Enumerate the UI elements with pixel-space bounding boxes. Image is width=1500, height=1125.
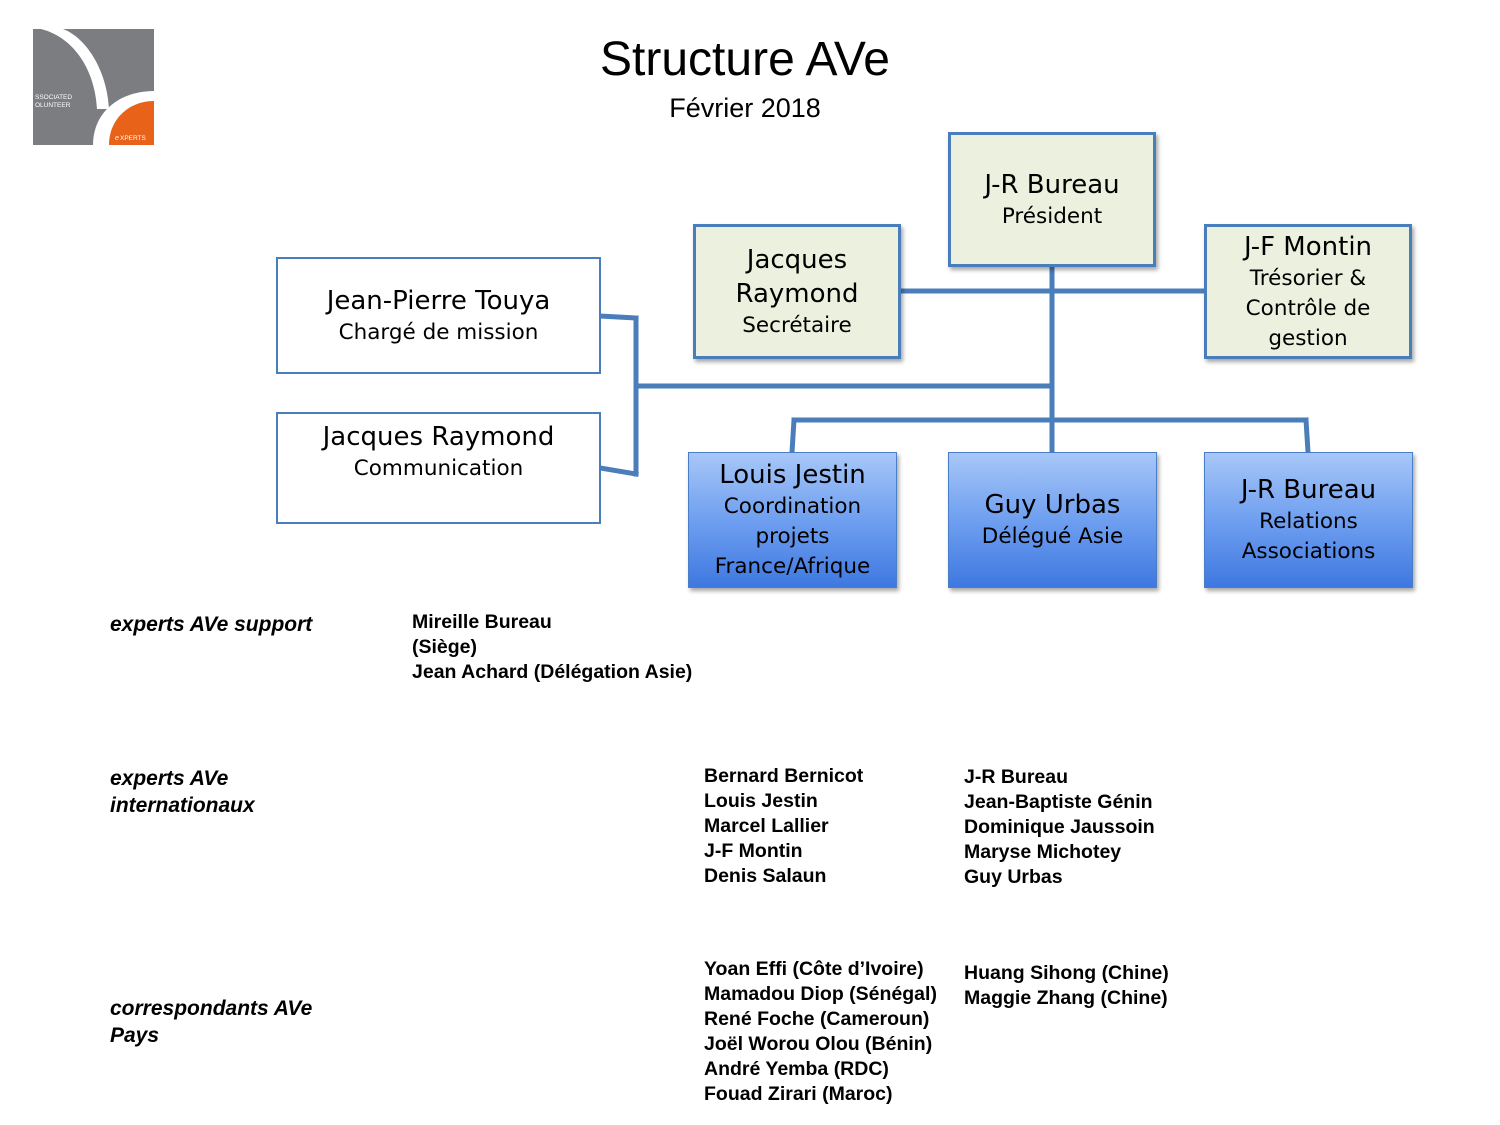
communication-name: Jacques Raymond: [322, 422, 555, 452]
president-name: J-R Bureau: [984, 169, 1120, 200]
list-item: André Yemba (RDC): [704, 1058, 889, 1080]
mission-role: Chargé de mission: [338, 319, 539, 345]
coordination-box: Louis Jestin Coordination projets France…: [688, 452, 897, 588]
international-label: experts AVe internationaux: [110, 767, 255, 817]
president-box: J-R Bureau Président: [948, 132, 1156, 267]
list-item: Jean-Baptiste Génin: [964, 791, 1153, 813]
logo-letter-e: e: [115, 135, 119, 142]
connector-coordination: [789, 417, 797, 455]
secretary-role: Secrétaire: [742, 312, 852, 338]
correspondents-label: correspondants AVe Pays: [110, 997, 313, 1047]
president-role: Président: [1001, 203, 1103, 229]
relations-box: J-R Bureau Relations Associations: [1204, 452, 1413, 588]
list-item: Marcel Lallier: [704, 815, 829, 837]
asia-name: Guy Urbas: [984, 490, 1121, 520]
list-item: Huang Sihong (Chine): [964, 962, 1169, 984]
list-item: Joël Worou Olou (Bénin): [704, 1033, 933, 1055]
treasurer-name: J-F Montin: [1243, 231, 1373, 262]
list-item: Jean Achard (Délégation Asie): [412, 661, 693, 683]
list-item: Dominique Jaussoin: [964, 816, 1155, 838]
list-item: Guy Urbas: [964, 866, 1063, 888]
mission-name: Jean-Pierre Touya: [326, 285, 551, 316]
page-title: Structure AVe: [600, 33, 890, 86]
logo-text-volunteer: OLUNTEER: [35, 102, 71, 109]
list-item: Maggie Zhang (Chine): [964, 987, 1168, 1009]
list-item: Bernard Bernicot: [704, 765, 864, 787]
connector-communication: [597, 465, 639, 477]
secretary-box: Jacques Raymond Secrétaire: [693, 224, 901, 359]
list-item: Louis Jestin: [704, 790, 818, 812]
treasurer-role: Trésorier & Contrôle de gestion: [1245, 265, 1371, 351]
list-item: Maryse Michotey: [964, 841, 1122, 863]
relations-role: Relations Associations: [1241, 509, 1376, 564]
list-item: J-R Bureau: [964, 766, 1069, 788]
list-item: René Foche (Cameroun): [704, 1008, 930, 1030]
communication-role: Communication: [353, 456, 524, 481]
page-subtitle: Février 2018: [669, 93, 821, 123]
list-item: Mireille Bureau: [412, 611, 552, 633]
treasurer-box: J-F Montin Trésorier & Contrôle de gesti…: [1204, 224, 1412, 359]
ave-logo: A SSOCIATED V OLUNTEER e XPERTS: [33, 29, 154, 145]
connector-relations: [1303, 417, 1311, 455]
coordination-name: Louis Jestin: [719, 460, 866, 490]
logo-text-associated: SSOCIATED: [35, 94, 72, 101]
support-list: Mireille Bureau (Siège) Jean Achard (Dél…: [412, 610, 692, 685]
coordination-role: Coordination projets France/Afrique: [714, 494, 871, 579]
list-item: Denis Salaun: [704, 865, 827, 887]
international-list-1: Bernard Bernicot Louis Jestin Marcel Lal…: [704, 764, 863, 889]
support-label: experts AVe support: [110, 613, 313, 636]
international-list-2: J-R Bureau Jean-Baptiste Génin Dominique…: [964, 765, 1155, 890]
list-item: (Siège): [412, 636, 478, 658]
mission-box: Jean-Pierre Touya Chargé de mission: [276, 257, 601, 374]
list-item: Mamadou Diop (Sénégal): [704, 983, 937, 1005]
correspondents-list-2: Huang Sihong (Chine) Maggie Zhang (Chine…: [964, 961, 1169, 1011]
relations-name: J-R Bureau: [1240, 475, 1377, 505]
asia-box: Guy Urbas Délégué Asie: [948, 452, 1157, 588]
secretary-name: Jacques Raymond: [735, 244, 859, 309]
connector-mission: [597, 313, 639, 321]
correspondents-list-1: Yoan Effi (Côte d’Ivoire) Mamadou Diop (…: [704, 957, 937, 1107]
list-item: Fouad Zirari (Maroc): [704, 1083, 893, 1105]
list-item: Yoan Effi (Côte d’Ivoire): [704, 958, 924, 980]
logo-text-experts: XPERTS: [120, 135, 147, 142]
asia-role: Délégué Asie: [981, 524, 1124, 549]
communication-box: Jacques Raymond Communication: [276, 412, 601, 524]
list-item: J-F Montin: [704, 840, 803, 862]
